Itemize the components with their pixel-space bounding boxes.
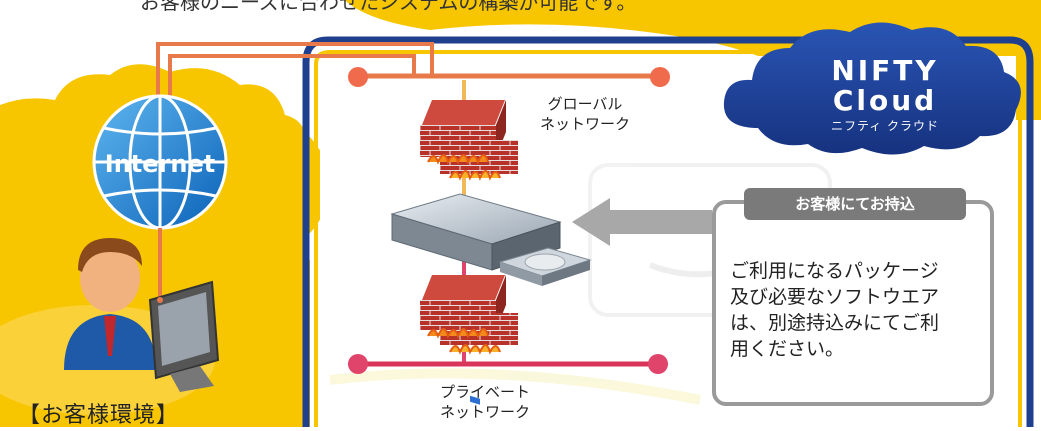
nifty-cloud-logo: NIFTY Cloud ニフティ クラウド <box>780 56 990 134</box>
global-network-line1: グローバル <box>547 95 623 113</box>
bring-in-text: ご利用になるパッケージ 及び必要なソフトウエア は、別途持込みにてご利 用くださ… <box>730 258 990 362</box>
private-network-line2: ネットワーク <box>439 403 530 421</box>
header-text: お客様のニーズに合わせたシステムの構築が可能です。 <box>140 0 637 14</box>
private-network-label: プライベート ネットワーク <box>415 382 555 422</box>
bring-in-line3: は、別途持込みにてご利 <box>730 312 940 334</box>
bring-in-box <box>712 200 994 406</box>
server-icon <box>390 193 562 405</box>
bring-in-line1: ご利用になるパッケージ <box>730 260 939 282</box>
private-network-line1: プライベート <box>439 383 530 401</box>
user-computer-icon <box>64 238 220 392</box>
disk-icon <box>498 247 592 286</box>
internet-label: Internet <box>105 150 215 178</box>
cloud-frame <box>302 36 1034 427</box>
bring-in-line2: 及び必要なソフトウエア <box>730 286 940 308</box>
logo-line2: Cloud <box>832 84 938 117</box>
global-network-label: グローバル ネットワーク <box>520 94 650 134</box>
global-network-line2: ネットワーク <box>539 115 630 133</box>
firewall-lower-icon <box>420 275 518 355</box>
bring-in-line4: 用ください。 <box>730 338 845 360</box>
internet-links <box>156 42 434 118</box>
private-network-line <box>348 354 668 374</box>
link-dot <box>157 297 163 303</box>
nifty-cloud-shape <box>723 22 1021 155</box>
global-network-line <box>348 67 670 87</box>
firewall-upper-icon <box>420 100 518 181</box>
customer-env-label: 【お客様環境】 <box>18 403 180 428</box>
arrow-left-icon <box>572 198 712 246</box>
internet-globe-icon <box>92 94 228 300</box>
logo-line1: NIFTY <box>831 54 939 87</box>
bring-in-tab: お客様にてお持込 <box>744 188 966 220</box>
logo-subtitle: ニフティ クラウド <box>830 119 940 133</box>
